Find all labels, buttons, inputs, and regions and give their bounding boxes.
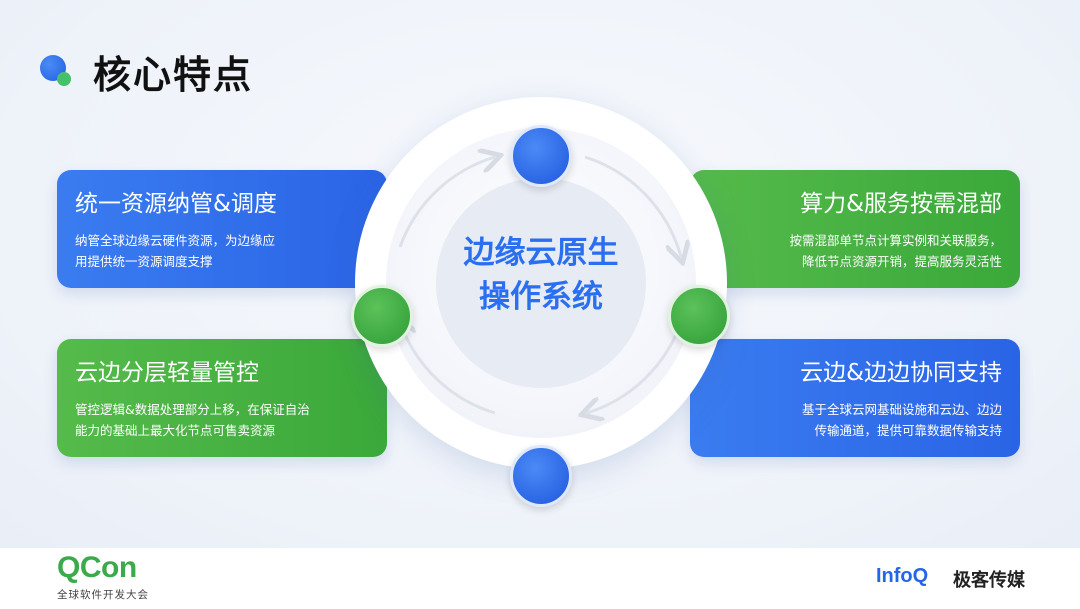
center-core xyxy=(436,178,646,388)
page-title: 核心特点 xyxy=(93,53,254,97)
card-title: 云边&边边协同支持 xyxy=(800,360,1002,386)
card-title: 算力&服务按需混部 xyxy=(800,191,1002,217)
qcon-subtitle: 全球软件开发大会 xyxy=(57,589,149,601)
geek-media-text: 极客传媒 xyxy=(953,570,1025,591)
card-title: 云边分层轻量管控 xyxy=(75,360,259,386)
feature-card-colocation: 算力&服务按需混部 按需混部单节点计算实例和关联服务， 降低节点资源开销，提高服… xyxy=(690,170,1020,288)
card-title: 统一资源纳管&调度 xyxy=(75,191,277,217)
cycle-node-right xyxy=(668,285,730,347)
cycle-node-top xyxy=(510,125,572,187)
feature-card-collaboration: 云边&边边协同支持 基于全球云网基础设施和云边、边边 传输通道，提供可靠数据传输… xyxy=(690,339,1020,457)
cycle-node-bottom xyxy=(510,445,572,507)
infoq-logo: InfoQ xyxy=(876,565,929,587)
feature-card-resource-scheduling: 统一资源纳管&调度 纳管全球边缘云硬件资源，为边缘应 用提供统一资源调度支撑 xyxy=(57,170,387,288)
cycle-node-left xyxy=(351,285,413,347)
title-bullet-accent-icon xyxy=(57,72,71,86)
feature-card-layered-control: 云边分层轻量管控 管控逻辑&数据处理部分上移，在保证自治 能力的基础上最大化节点… xyxy=(57,339,387,457)
center-label: 边缘云原生 操作系统 xyxy=(463,235,619,315)
card-description: 管控逻辑&数据处理部分上移，在保证自治 能力的基础上最大化节点可售卖资源 xyxy=(75,402,310,438)
cycle-arrows-icon xyxy=(355,97,727,469)
qcon-logo: QCon xyxy=(57,551,137,584)
card-description: 纳管全球边缘云硬件资源，为边缘应 用提供统一资源调度支撑 xyxy=(75,233,276,269)
footer xyxy=(0,548,1080,609)
card-description: 按需混部单节点计算实例和关联服务， 降低节点资源开销，提高服务灵活性 xyxy=(789,233,1002,269)
card-description: 基于全球云网基础设施和云边、边边 传输通道，提供可靠数据传输支持 xyxy=(801,402,1002,438)
